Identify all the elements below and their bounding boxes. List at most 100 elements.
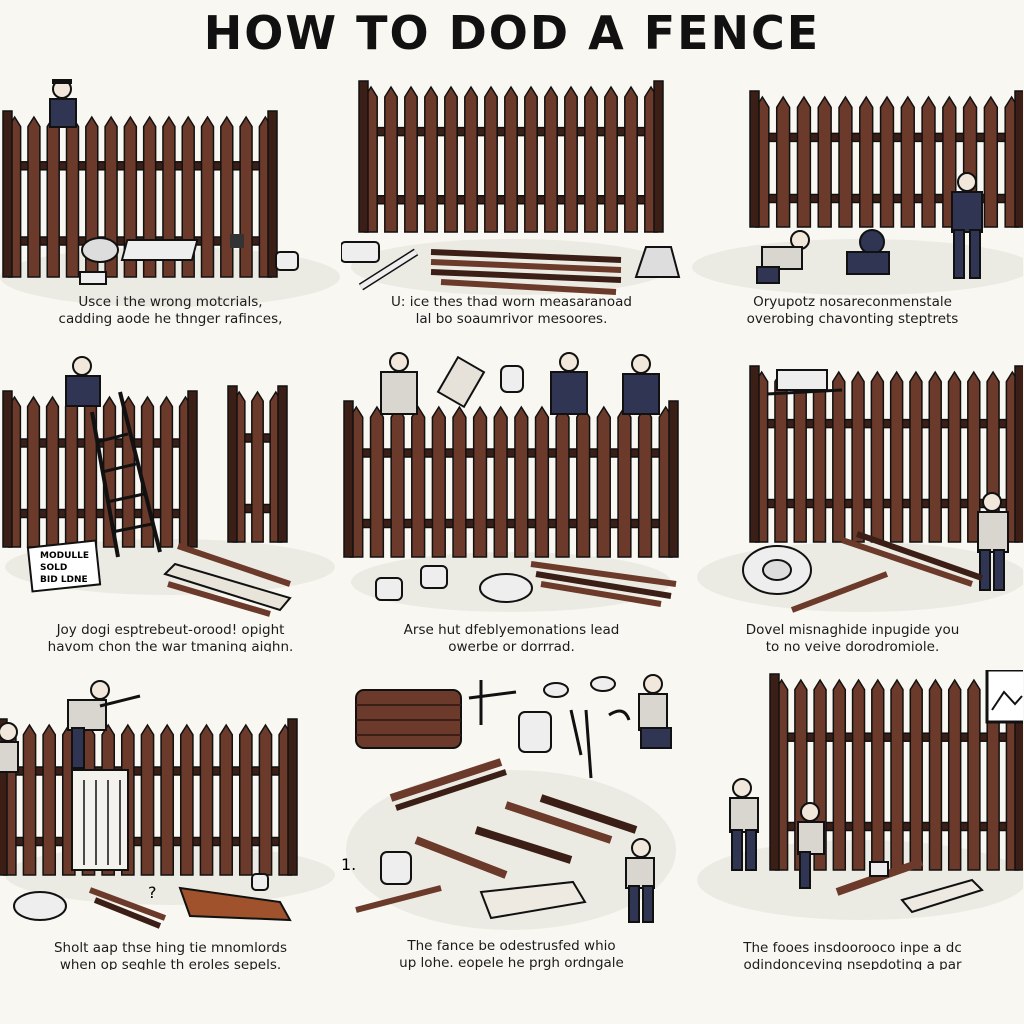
fence-picket [452,405,467,558]
fence-picket [796,95,812,228]
panel-5-illustration [343,352,679,612]
fence-picket [220,115,234,278]
fence-picket [159,395,174,548]
ladder [90,391,162,558]
fence-picket [909,370,923,543]
fence-picket [65,115,80,278]
fence-picket [870,370,885,543]
fence-picket [584,85,598,233]
fence-picket [258,723,273,876]
fence-picket [890,678,904,871]
panel-5-caption: Arse hut dfeblyemonations lead owerbe or… [341,622,682,652]
fence-picket [142,115,157,278]
worker-on-fence [49,79,77,128]
workers-inspecting [729,778,825,889]
fence-picket [617,405,632,558]
fence-picket [472,405,488,558]
fence-picket [162,115,176,278]
fence-picket [22,723,37,876]
caption-line: odindonceving nsepdoting a par [743,957,962,970]
panel-4-caption: Joy dogi esptrebeut-orood! opight havom … [0,622,341,652]
fence-picket [983,95,999,228]
fence-partial [2,390,198,548]
panel-7-caption: Sholt aap thse hing tie mnomlords when o… [0,940,341,970]
fence-picket [390,405,405,558]
panel-6: Dovel misnaghide inpugide you to no veiv… [682,352,1023,652]
fence-picket [851,678,866,871]
fence-straight [358,80,664,233]
fence-picket [464,85,478,233]
fence-picket [431,405,446,558]
fence-picket [624,85,638,233]
panel-4-illustration: MODULLE SOLD BID LDNE [2,356,335,617]
panel-2: U: ice thes thad worn measaranoad lal bo… [341,62,682,362]
fence-picket [45,395,60,548]
fence-picket [832,678,847,871]
caption-line: Arse hut dfeblyemonations lead [403,622,620,638]
fence-picket [544,85,558,233]
fence-picket [812,370,827,543]
caption-line: overobing chavonting steptrets [746,311,959,327]
sign-board: MODULLE SOLD BID LDNE [26,539,102,593]
panel-9-caption: The fooes insdoorooco inpe a dc odindonc… [682,940,1023,970]
caption-line: owerbe or dorrrad. [448,639,575,652]
fence-picket [484,85,498,233]
fence-picket [199,723,214,876]
fence-picket [140,723,155,876]
fence-picket [251,390,264,543]
fence-with-gate [0,718,298,876]
log-bundle [355,689,462,749]
sign-line: BID LDNE [40,575,88,585]
fence-picket [504,85,518,233]
fence-picket [219,723,234,876]
fence-picket [444,85,458,233]
fence-picket [921,95,936,228]
fence-picket [424,85,438,233]
fence-picket [239,115,253,278]
fence-picket [493,405,508,558]
boards-pile: 1. [341,758,638,920]
fence-picket [514,405,529,558]
tool-box [79,234,299,285]
fence-picket [604,85,618,233]
fence-picket [104,115,118,278]
fence-picket [889,370,904,543]
fence-picket [369,405,385,558]
panel-1-illustration [0,79,340,307]
caption-line: cadding aode he thnger rafinces, [58,311,283,327]
workers-crouching [756,172,983,284]
caption-line: havom chon the war tmaning aighn. [47,639,294,652]
caption-line: The fance be odestrusfed whio [407,938,616,954]
caption-line: up lohe. eopele he prgh ordngale [399,955,624,970]
fence-slope [749,365,1023,543]
fence-picket [967,678,981,871]
fence-picket [775,95,791,228]
panel-9-illustration [697,670,1023,920]
caption-line: Usce i the wrong motcrials, [78,294,263,310]
fence-picket [928,370,942,543]
sign-line: MODULLE [40,551,89,561]
planks-on-ground [163,543,292,617]
panel-8-illustration: 1. [341,674,676,930]
sign-line: SOLD [40,563,67,573]
ground-items: ? [13,873,292,929]
fence-picket [46,115,60,278]
panel-1: Usce i the wrong motcrials, cadding aode… [0,62,341,362]
fence-picket [26,395,41,548]
fence-gate [227,385,288,543]
fence-picket [817,95,832,228]
panel-2-caption: U: ice thes thad worn measaranoad lal bo… [341,294,682,328]
caption-line: Dovel misnaghide inpugide you [745,622,960,638]
fence-picket [238,723,253,876]
fence-picket [596,405,611,558]
fence-picket [774,370,788,543]
worker-pushing [67,680,141,769]
fence-picket [928,678,943,871]
fence-picket [859,95,874,228]
worker-on-ladder [65,356,101,407]
lumber-pile [341,241,681,295]
panel-2-illustration [341,80,681,295]
fence-picket [524,85,538,233]
fence-picket [564,85,578,233]
panel-4: MODULLE SOLD BID LDNE Joy dogi esptrebeu… [0,352,341,652]
